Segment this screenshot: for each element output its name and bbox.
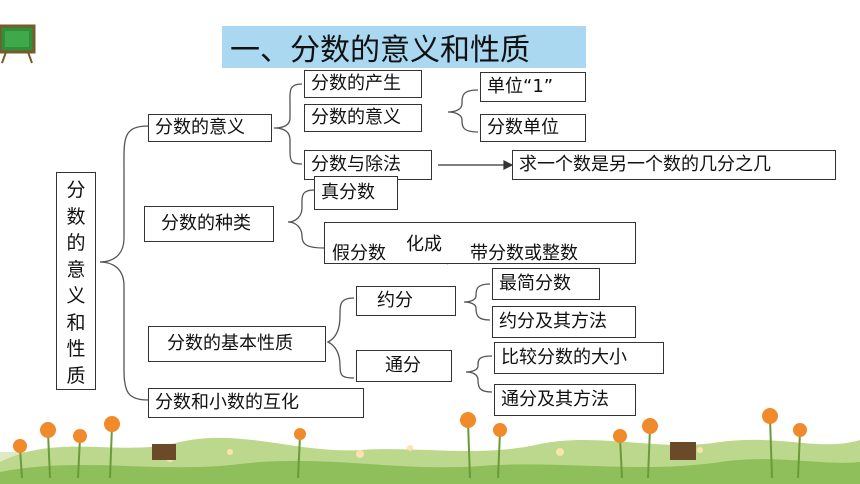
stool-icon [152, 444, 176, 460]
root-char: 质 [66, 364, 86, 387]
flower-icon [613, 429, 627, 443]
node-conversion: 分数和小数的互化 [148, 388, 364, 418]
flower-icon [793, 423, 807, 437]
flower-icon [294, 428, 306, 440]
node-proper: 真分数 [314, 176, 398, 210]
root-char: 分 [66, 179, 86, 201]
flower-icon [460, 412, 476, 428]
node-simplest: 最简分数 [492, 268, 600, 300]
flower-icon [493, 423, 507, 437]
root-char: 的 [66, 232, 86, 254]
root-char: 意 [66, 258, 86, 281]
node-definition: 分数的意义 [304, 104, 422, 132]
meaning-brace [273, 83, 303, 165]
main-brace [99, 125, 149, 401]
node-division: 分数与除法 [304, 150, 432, 180]
grass-flower-decoration [0, 408, 860, 484]
node-properties: 分数的基本性质 [148, 326, 326, 362]
node-fraction-unit: 分数单位 [480, 114, 586, 142]
node-division-result: 求一个数是另一个数的几分之几 [512, 150, 836, 180]
node-unit-one: 单位“1” [480, 72, 586, 102]
root-node: 分 数 的 意 义 和 性 质 [56, 172, 96, 390]
node-improper-group [324, 222, 636, 264]
root-char: 义 [66, 285, 86, 307]
label-mixed: 带分数或整数 [470, 243, 578, 264]
flower-icon [762, 408, 778, 424]
page-title: 一、分数的意义和性质 [222, 26, 586, 68]
label-improper: 假分数 [332, 243, 386, 264]
division-arrow-head [503, 160, 514, 170]
stool-icon [670, 442, 696, 460]
flower-icon [40, 422, 56, 438]
node-reduce: 约分 [356, 286, 456, 316]
blackboard-icon [0, 24, 36, 64]
reduce-brace [463, 283, 491, 321]
node-meaning: 分数的意义 [148, 114, 272, 142]
node-common-method: 通分及其方法 [494, 384, 636, 416]
properties-brace [326, 297, 355, 379]
root-char: 和 [66, 311, 86, 334]
root-char: 性 [66, 338, 86, 360]
flower-icon [13, 439, 27, 453]
label-convert: 化成 [406, 234, 442, 255]
flower-icon [73, 429, 87, 443]
flower-icon [642, 418, 658, 434]
node-common: 通分 [356, 350, 452, 382]
root-char: 数 [66, 205, 86, 228]
node-origin: 分数的产生 [304, 70, 422, 98]
node-types: 分数的种类 [144, 206, 274, 242]
node-compare: 比较分数的大小 [494, 342, 664, 374]
types-brace [287, 189, 325, 249]
flower-icon [104, 416, 120, 432]
node-reduce-method: 约分及其方法 [492, 306, 636, 338]
unit-brace [447, 89, 479, 133]
common-brace [465, 355, 493, 393]
